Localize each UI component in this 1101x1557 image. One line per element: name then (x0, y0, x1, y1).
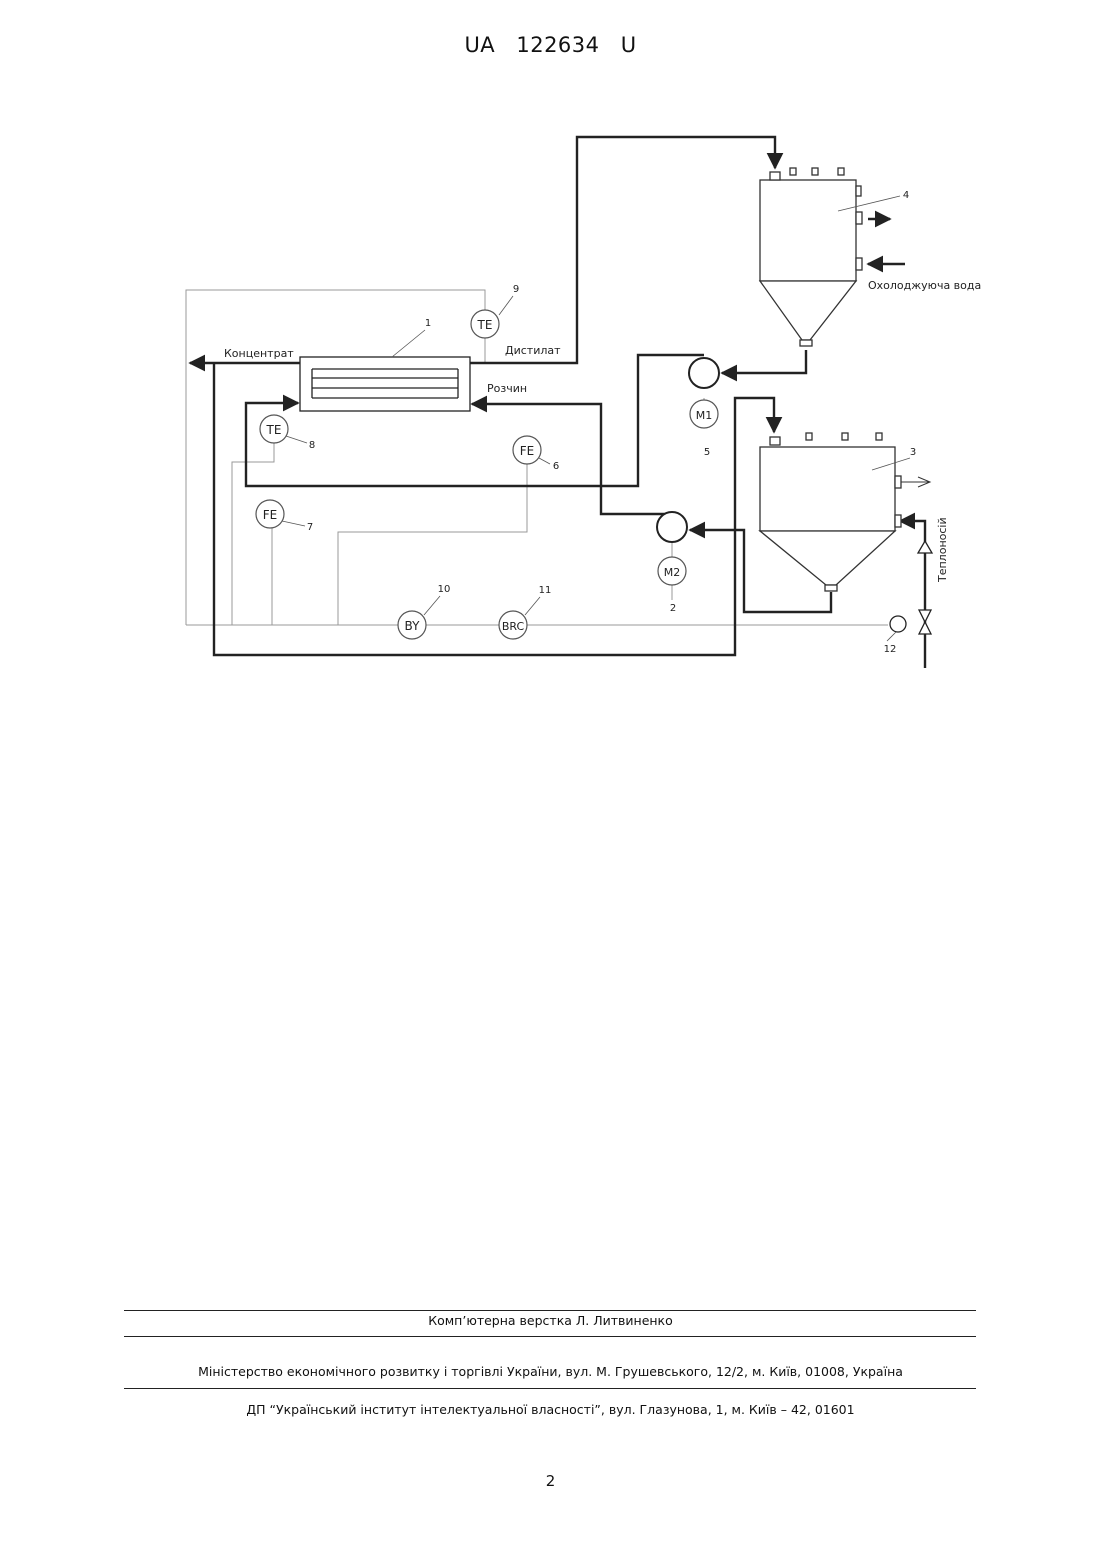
instrument-brc11: BRC (502, 620, 525, 633)
ref-3: 3 (910, 447, 916, 458)
footer-rule-2 (124, 1336, 976, 1337)
ref-11: 11 (539, 585, 552, 596)
tank-3 (760, 433, 930, 591)
ref-8: 8 (309, 440, 315, 451)
page-number: 2 (0, 1472, 1101, 1490)
label-heat-carrier: Теплоносій (936, 517, 949, 583)
ref-10: 10 (438, 584, 451, 595)
footer-rule-3 (124, 1388, 976, 1389)
instrument-fe6: FE (520, 444, 534, 458)
institute-address: ДП “Український інститут інтелектуальної… (0, 1402, 1101, 1417)
membrane-module-1 (300, 357, 470, 411)
instrument-te9: TE (477, 318, 493, 332)
pump-m1 (689, 358, 719, 388)
label-concentrate: Концентрат (224, 347, 294, 360)
label-cooling-water: Охолоджуюча вода (868, 279, 981, 292)
instrument-te8: TE (266, 423, 282, 437)
ref-6: 6 (553, 461, 559, 472)
instrument-m2: M2 (664, 566, 681, 579)
tank-4 (760, 168, 862, 346)
ref-5: 5 (704, 447, 710, 458)
instrument-fe7: FE (263, 508, 277, 522)
instrument-by10: BY (405, 619, 421, 633)
pump-m2 (657, 512, 687, 542)
ref-4: 4 (903, 190, 909, 201)
ref-9: 9 (513, 284, 519, 295)
ref-7: 7 (307, 522, 313, 533)
ref-12: 12 (884, 644, 897, 655)
ref-2: 2 (670, 603, 676, 614)
ref-1: 1 (425, 318, 431, 329)
ministry-address: Міністерство економічного розвитку і тор… (0, 1364, 1101, 1379)
label-solution: Розчин (487, 382, 527, 395)
label-distillate: Дистилат (505, 344, 561, 357)
instrument-m1: M1 (696, 409, 713, 422)
footer-rule-1 (124, 1310, 976, 1311)
layout-credit: Комп’ютерна верстка Л. Литвиненко (0, 1313, 1101, 1328)
process-diagram: TE TE FE FE M1 M2 BY BRC 1 2 3 4 5 6 7 8… (0, 0, 1101, 700)
